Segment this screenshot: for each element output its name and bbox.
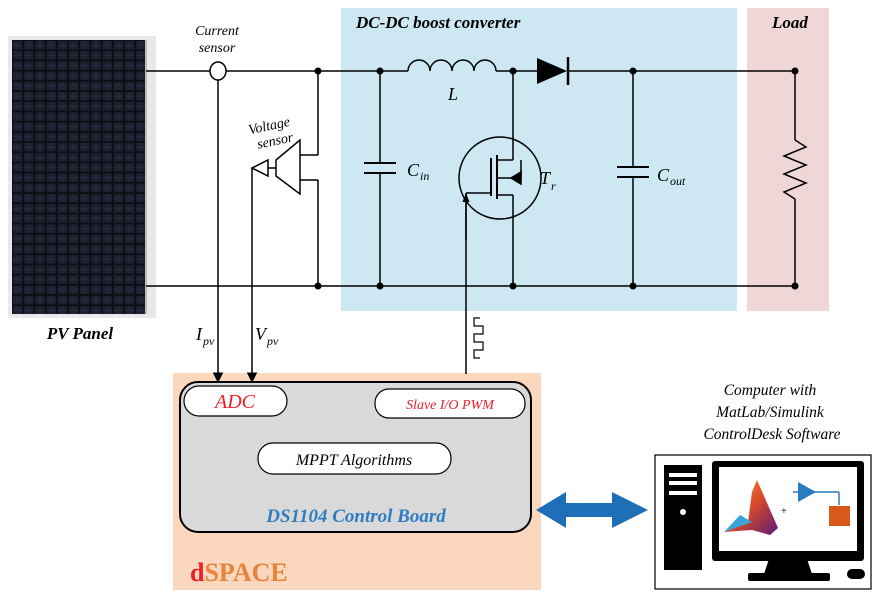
converter-region <box>341 8 737 311</box>
diode-symbol <box>537 57 577 85</box>
pv-panel-image <box>8 36 156 318</box>
load-resistor-symbol <box>782 71 808 286</box>
computer-icon: + <box>654 454 872 590</box>
vpv-label: V <box>255 324 268 344</box>
cout-label: C <box>657 165 670 185</box>
ipv-label: I <box>195 324 203 344</box>
current-sensor-symbol <box>209 61 227 81</box>
output-capacitor-symbol <box>617 71 649 286</box>
computer-label-2: MatLab/Simulink <box>715 404 825 421</box>
control-board-label: DS1104 Control Board <box>265 506 446 527</box>
vpv-subscript: pv <box>266 334 279 348</box>
matlab-logo <box>724 480 778 535</box>
slave-io-pwm-block <box>374 388 526 419</box>
junction-dots <box>314 67 799 290</box>
dspace-label: dSPACE <box>190 558 288 587</box>
input-capacitor-symbol <box>364 71 396 286</box>
cin-subscript: in <box>420 169 429 183</box>
adc-block <box>183 385 288 417</box>
pv-panel-label: PV Panel <box>46 324 114 343</box>
cin-label: C <box>407 160 420 180</box>
tr-label: T <box>540 168 552 188</box>
inductor-label: L <box>447 84 458 104</box>
pwm-pulse-icon <box>473 317 484 359</box>
computer-label-3: ControlDesk Software <box>703 426 840 443</box>
adc-label: ADC <box>213 391 256 413</box>
simulink-logo <box>793 482 850 526</box>
computer-label-1: Computer with <box>724 382 817 399</box>
ipv-subscript: pv <box>202 334 215 348</box>
tr-subscript: r <box>551 179 556 193</box>
data-link-arrow <box>536 492 648 528</box>
mppt-label: MPPT Algorithms <box>295 452 412 469</box>
cout-subscript: out <box>670 174 686 188</box>
current-sensor-label-2: sensor <box>199 41 236 56</box>
load-title: Load <box>771 13 808 32</box>
mppt-block <box>257 442 452 475</box>
slave-io-pwm-label: Slave I/O PWM <box>406 398 495 413</box>
load-region <box>747 8 829 311</box>
plus-sign: + <box>781 506 787 517</box>
inductor-symbol <box>407 59 497 72</box>
voltage-sensor-symbol <box>250 71 319 286</box>
converter-title: DC-DC boost converter <box>355 13 521 32</box>
current-sensor-label-1: Current <box>195 24 240 39</box>
